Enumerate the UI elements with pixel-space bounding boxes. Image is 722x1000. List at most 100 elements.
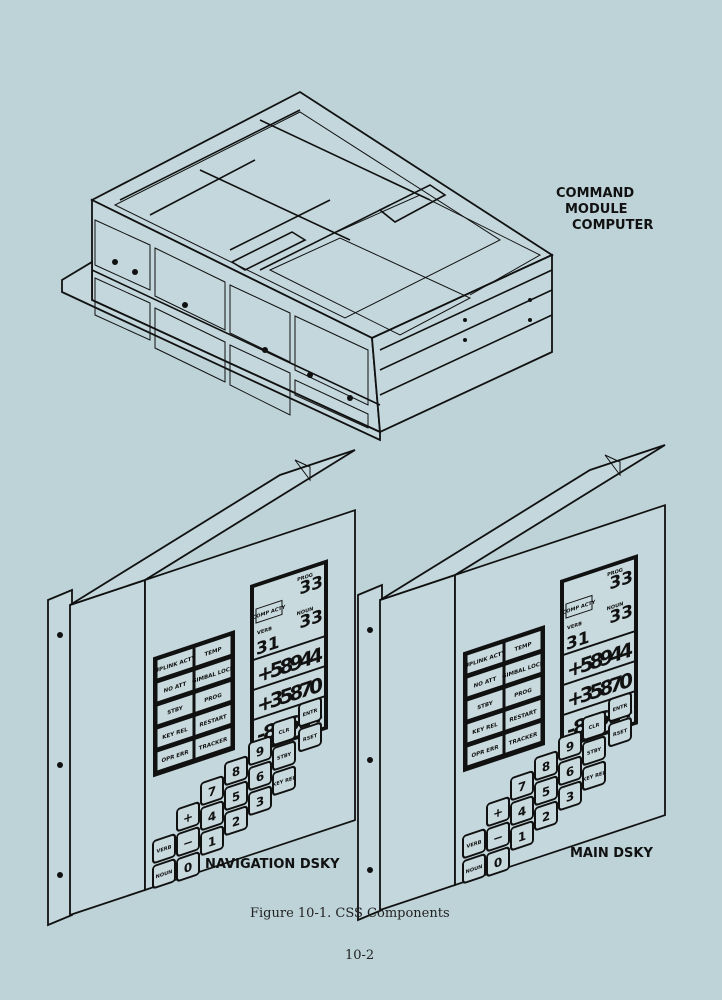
dsky-key: [608, 717, 632, 747]
dsky-key: [486, 846, 510, 877]
dsky-key-label: +: [493, 804, 503, 821]
prog-label: PROG: [607, 567, 623, 578]
dsky-key-label: CLR: [279, 727, 290, 736]
dsky-key-label: RSET: [303, 733, 318, 744]
indicator-light: [194, 634, 232, 668]
dsky-key: [272, 715, 296, 746]
dsky-key: [558, 755, 582, 786]
dsky-key-label: 9: [566, 739, 574, 755]
indicator-label: TEMP: [515, 642, 532, 653]
prog-label: PROG: [297, 572, 313, 583]
dsky-key-label: 0: [494, 855, 502, 871]
cmc-top-border: [113, 111, 502, 319]
cmc-label: COMMAND MODULE COMPUTER: [556, 186, 653, 234]
dsky-key: [510, 770, 534, 801]
cmc-handles: [230, 184, 447, 271]
noun-value: 33: [299, 606, 323, 633]
dsky-key-label: 1: [518, 829, 526, 845]
dsky-key: [534, 750, 558, 781]
dsky-rear-bracket: [604, 454, 621, 477]
indicator-light: [504, 629, 542, 663]
register-divider: [254, 665, 324, 691]
dsky-key-label: +: [183, 809, 193, 826]
dsky-key: [462, 828, 486, 859]
indicator-light: [156, 670, 194, 703]
indicator-label: STBY: [167, 705, 183, 716]
dsky-key-label: CLR: [589, 722, 600, 731]
dsky-key: [462, 853, 486, 884]
dsky-key-label: STBY: [277, 751, 291, 762]
dsky-key: [510, 820, 534, 851]
register-divider: [564, 630, 634, 656]
indicator-light: [194, 703, 232, 737]
mounting-screw-icon: [57, 632, 63, 638]
dsky-key-label: 4: [208, 809, 216, 825]
dsky-key-label: −: [493, 829, 503, 846]
indicator-light: [466, 665, 504, 698]
mounting-screw-icon: [57, 762, 63, 768]
indicator-light: [466, 734, 504, 767]
indicator-light: [156, 693, 194, 726]
dsky-key: [248, 785, 272, 816]
indicator-light: [194, 726, 232, 760]
dsky-key: [152, 833, 176, 864]
dsky-key-label: 5: [542, 784, 550, 800]
noun-label: NOUN: [297, 606, 314, 617]
dsky-key-label: 7: [518, 779, 526, 795]
dsky-top-face: [379, 444, 666, 601]
indicator-light: [194, 657, 232, 691]
comp-acty-light: [565, 594, 593, 619]
indicator-label: PROG: [204, 692, 222, 704]
dsky-key-label: 8: [232, 764, 240, 780]
dsky-key-label: VERB: [157, 844, 172, 855]
dsky-key-label: 5: [232, 789, 240, 805]
dsky-key: [486, 796, 510, 827]
dsky-key-label: 2: [542, 809, 550, 825]
dsky-key-label: 6: [256, 769, 264, 785]
indicator-light: [194, 680, 232, 714]
indicator-label: PROG: [514, 687, 532, 699]
page-number: 10-2: [345, 948, 375, 963]
cmc-screws: [112, 259, 532, 401]
dsky-key: [176, 851, 200, 882]
indicator-light: [466, 642, 504, 675]
dsky-top-face: [69, 449, 356, 606]
dsky-key-label: 3: [256, 794, 264, 810]
dsky-key-label: VERB: [467, 839, 482, 850]
dsky-key-label: RSET: [613, 728, 628, 739]
cmc-label-line-2: MODULE: [565, 202, 628, 217]
dsky-key: [534, 775, 558, 806]
dsky-key: [298, 697, 322, 727]
prog-value: 33: [299, 572, 323, 599]
verb-label: VERB: [567, 621, 582, 632]
cmc-upper-compartments: [94, 219, 369, 406]
dsky-key: [152, 858, 176, 889]
cmc-tray-lines: [91, 269, 553, 406]
cmc-top-panels: [268, 194, 542, 336]
dsky-key: [486, 821, 510, 852]
indicator-label: STBY: [477, 700, 493, 711]
navigation-dsky-label: NAVIGATION DSKY: [205, 857, 340, 872]
dsky-key-label: ENTR: [613, 703, 628, 714]
cmc-base-flange: [61, 260, 381, 442]
dsky-key: [272, 765, 296, 796]
verb-label: VERB: [257, 626, 272, 637]
dsky-key: [582, 760, 606, 791]
dsky-key: [608, 692, 632, 722]
indicator-light: [156, 716, 194, 749]
dsky-key: [272, 740, 296, 771]
indicator-light: [466, 688, 504, 721]
dsky-key: [298, 722, 322, 752]
indicator-light: [504, 652, 542, 686]
dsky-key: [200, 775, 224, 806]
dsky-key: [200, 800, 224, 831]
indicator-light: [504, 675, 542, 709]
mounting-screw-icon: [57, 872, 63, 878]
cmc-label-line-1: COMMAND: [556, 186, 635, 201]
dsky-side-face: [69, 578, 146, 917]
dsky-key: [248, 760, 272, 791]
